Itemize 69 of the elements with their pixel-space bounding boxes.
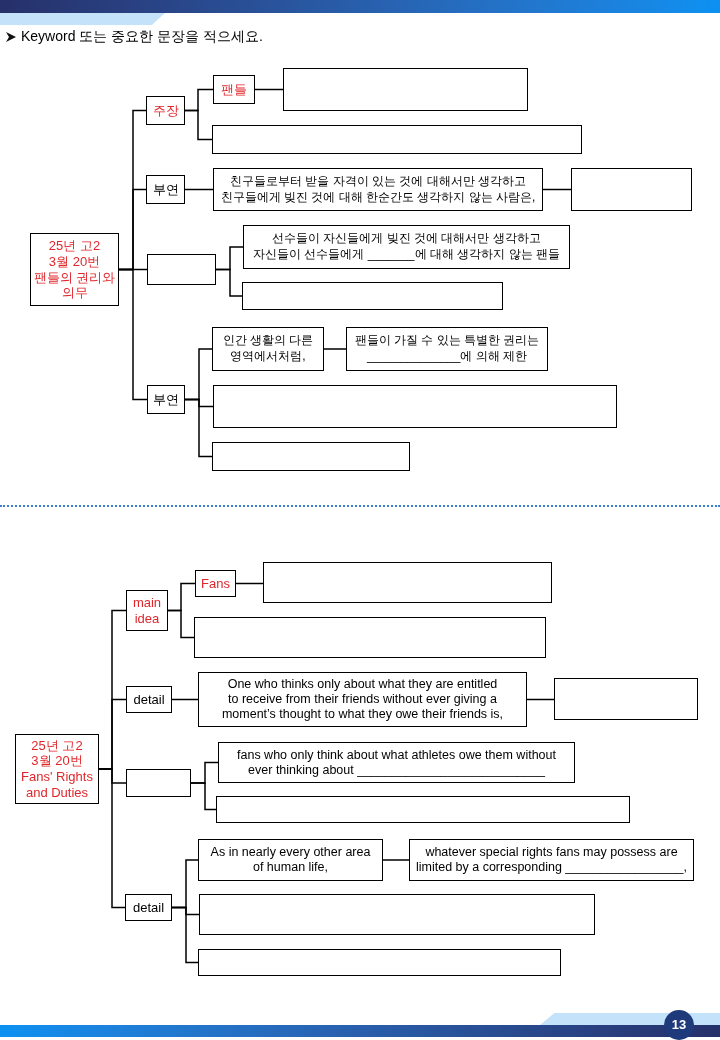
category-label: detail: [132, 899, 165, 916]
sentence-text: 인간 생활의 다른 영역에서처럼,: [221, 333, 315, 365]
topic-text: 25년 고2 3월 20번: [47, 238, 102, 270]
category-box: [146, 96, 185, 125]
connector-line: [526, 698, 555, 701]
connector-line: [184, 188, 214, 191]
connector-line: [323, 348, 347, 350]
answer-box: [216, 796, 630, 823]
category-label: Fans: [201, 575, 230, 592]
category-box: [146, 175, 185, 204]
answer-box: [213, 385, 617, 428]
topic-text: Fans' Rights and Duties: [20, 769, 94, 801]
category-label: 부연: [152, 181, 179, 198]
answer-box: [263, 562, 552, 603]
sentence-text: 팬들이 가질 수 있는 특별한 권리는 ______________에 의해 제한: [353, 333, 541, 365]
category-box: [147, 385, 185, 414]
sentence-text: 친구들로부터 받을 자격이 있는 것에 대해서만 생각하고 친구들에게 빚진 것에 대해 한순간도 생각하지 않는 사람은,: [219, 173, 537, 206]
connector-line: [190, 782, 217, 811]
category-label: 부연: [153, 391, 179, 408]
sentence-text: 선수들이 자신들에게 빚진 것에 대해서만 생각하고 자신들이 선수들에게 _______에 대해 생각하지 않는 팬들: [252, 231, 561, 263]
sentence-text: One who thinks only about what they are entitled to receive from their friends without ever giving a moment’s thought to what they owe their friends is,: [220, 677, 505, 722]
answer-box: [194, 617, 546, 658]
connector-line: [235, 582, 264, 585]
answer-box: [242, 282, 503, 310]
answer-box: [554, 678, 698, 720]
category-label: main idea: [131, 594, 163, 627]
topic-text: 25년 고2 3월 20번: [30, 737, 84, 769]
sentence-box: [346, 327, 548, 371]
sentence-box: [213, 168, 543, 211]
connector-line: [171, 698, 199, 701]
category-box: [213, 75, 255, 104]
answer-box: [212, 442, 410, 471]
sentence-box: [198, 672, 527, 727]
connector-line: [167, 609, 195, 639]
category-label: 주장: [152, 102, 179, 119]
category-box: [126, 686, 172, 713]
topic-box: [15, 734, 99, 804]
connector-line: [171, 906, 199, 964]
answer-box: [199, 894, 595, 935]
sentence-text: whatever special rights fans may possess are limited by a corresponding _________________,: [414, 845, 688, 875]
sentence-box: [243, 225, 570, 269]
answer-box: [283, 68, 528, 111]
sentence-box: [198, 839, 383, 881]
answer-box: [212, 125, 582, 154]
connector-line: [184, 398, 213, 458]
answer-box: [147, 254, 216, 285]
page-number: 13: [664, 1010, 694, 1040]
category-label: detail: [133, 691, 165, 708]
connector-line: [98, 768, 126, 909]
answer-box: [126, 769, 191, 797]
category-box: [195, 570, 236, 597]
answer-box: [571, 168, 692, 211]
instruction-text: Keyword 또는 중요한 문장을 적으세요.: [21, 27, 263, 46]
topic-box: [30, 233, 119, 306]
sentence-box: [218, 742, 575, 783]
category-label: 팬들: [221, 81, 247, 98]
sentence-text: As in nearly every other area of human life,: [209, 845, 372, 875]
sentence-box: [212, 327, 324, 371]
topic-text: 팬들의 권리와 의무: [32, 269, 117, 301]
category-box: [125, 894, 172, 921]
connector-line: [215, 268, 243, 297]
answer-box: [198, 949, 561, 976]
connector-line: [118, 268, 148, 401]
connector-line: [184, 109, 213, 141]
connector-line: [542, 188, 572, 191]
sentence-text: fans who only think about what athletes owe them without ever thinking about ___________________________: [236, 747, 557, 778]
sentence-box: [409, 839, 694, 881]
connector-line: [254, 88, 284, 91]
connector-line: [382, 859, 410, 861]
